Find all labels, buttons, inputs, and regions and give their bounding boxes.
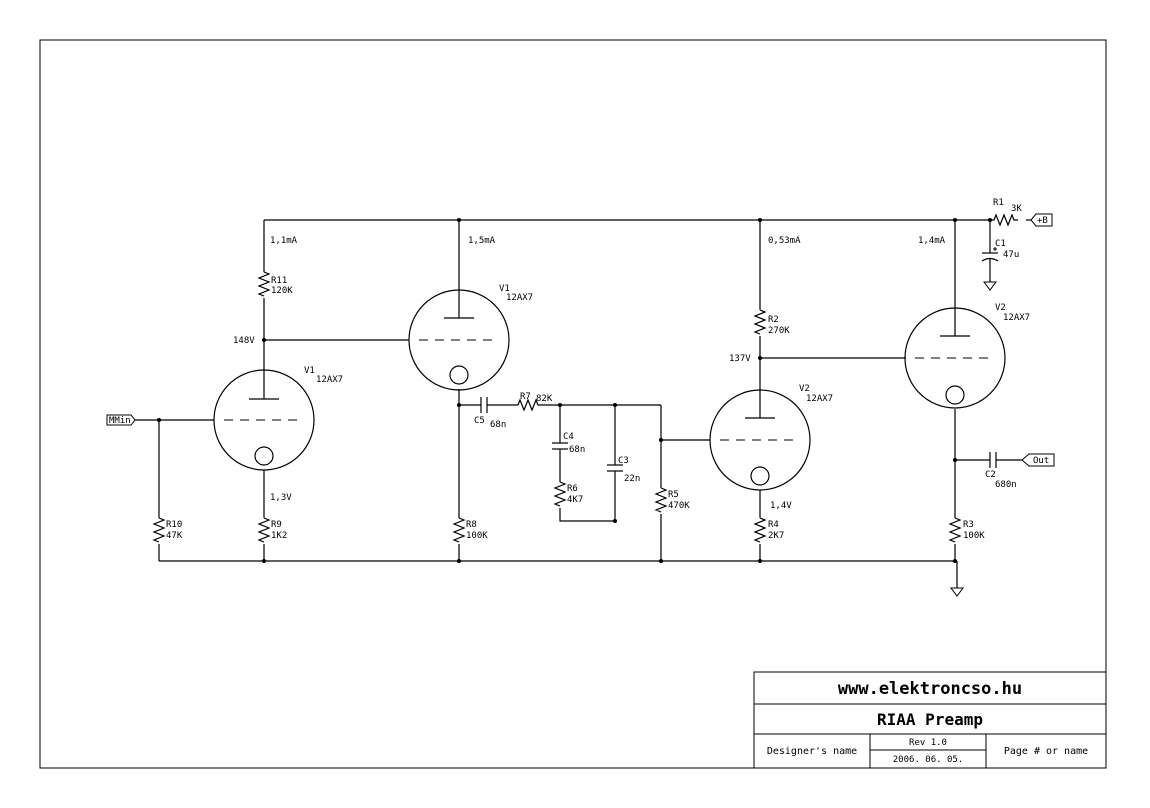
- tube-v2b-ref: V2: [995, 303, 1006, 313]
- resistor-r5-symbol: [654, 487, 668, 513]
- resistor-r6-ref: R6: [567, 484, 578, 494]
- capacitor-c4-value: 68n: [569, 445, 585, 455]
- title-block-designer: Designer's name: [767, 746, 857, 757]
- resistor-r11-value: 120K: [271, 286, 293, 296]
- sheet-border: [39, 39, 1107, 769]
- resistor-r3-symbol: [948, 517, 962, 543]
- resistor-r2-symbol: [753, 309, 767, 335]
- annotation-voltage-148v: 148V: [233, 336, 255, 346]
- capacitor-c1-symbol: [981, 247, 999, 262]
- resistor-r10-ref: R10: [166, 520, 182, 530]
- capacitor-c2-ref: C2: [985, 470, 996, 480]
- resistor-r4-ref: R4: [768, 520, 779, 530]
- v2a-wires: [759, 220, 906, 561]
- resistor-r4-value: 2K7: [768, 531, 784, 541]
- resistor-r7-value: 82K: [536, 394, 553, 404]
- capacitor-c4-ref: C4: [563, 432, 574, 442]
- capacitor-c3-value: 22n: [624, 474, 640, 484]
- capacitor-c3-ref: C3: [618, 456, 629, 466]
- capacitor-c5-value: 68n: [490, 420, 506, 430]
- resistor-r3-value: 100K: [963, 531, 985, 541]
- resistor-r9-ref: R9: [271, 520, 282, 530]
- resistor-r8-ref: R8: [466, 520, 477, 530]
- supply-rail: [264, 213, 1053, 227]
- tube-v2a-type: 12AX7: [806, 394, 833, 404]
- resistor-r4-symbol: [753, 517, 767, 543]
- annotation-voltage-13v: 1,3V: [270, 493, 292, 503]
- tube-v1a-type: 12AX7: [316, 375, 343, 385]
- resistor-r1-value: 3K: [1011, 204, 1022, 214]
- resistor-r8-value: 100K: [466, 531, 488, 541]
- tube-v1a-ref: V1: [304, 366, 315, 376]
- resistor-r1-ref: R1: [993, 198, 1004, 208]
- tube-v2b-type: 12AX7: [1003, 313, 1030, 323]
- v1b-wires: [458, 220, 661, 561]
- supply-port-label: +B: [1037, 216, 1048, 226]
- resistor-r8-symbol: [452, 517, 466, 543]
- capacitor-c1-value: 47u: [1003, 250, 1019, 260]
- annotation-current-v1a: 1,1mA: [270, 236, 298, 246]
- title-block-page: Page # or name: [1004, 746, 1088, 757]
- resistor-r10-symbol: [152, 517, 166, 543]
- resistor-r1-symbol: [990, 213, 1018, 227]
- resistor-r9-value: 1K2: [271, 531, 287, 541]
- capacitor-c2-symbol: [989, 452, 997, 468]
- resistor-r11-symbol: [257, 271, 271, 297]
- title-block-rev: Rev 1.0: [909, 738, 947, 748]
- tube-v1b-ref: V1: [499, 284, 510, 294]
- resistor-r5-ref: R5: [668, 490, 679, 500]
- annotation-current-v2a: 0,53mA: [768, 236, 801, 246]
- capacitor-c5-ref: C5: [474, 416, 485, 426]
- resistor-r6-symbol: [553, 481, 567, 507]
- annotation-current-v1b: 1,5mA: [468, 236, 496, 246]
- title-block-title: RIAA Preamp: [877, 710, 983, 729]
- capacitor-c4-symbol: [552, 442, 568, 450]
- resistor-r3-ref: R3: [963, 520, 974, 530]
- capacitor-c5-symbol: [480, 397, 488, 413]
- tube-v2a-ref: V2: [799, 384, 810, 394]
- capacitor-c2-value: 680n: [995, 480, 1017, 490]
- resistor-r10-value: 47K: [166, 531, 183, 541]
- resistor-r2-ref: R2: [768, 315, 779, 325]
- title-block: [753, 671, 1107, 769]
- resistor-r2-value: 270K: [768, 326, 790, 336]
- riaa-network-wires: [559, 405, 710, 561]
- v2b-wires: [954, 220, 1055, 561]
- tube-v1b-type: 12AX7: [506, 293, 533, 303]
- resistor-r5-value: 470K: [668, 501, 690, 511]
- input-port-label: MMin: [109, 416, 131, 426]
- title-block-date: 2006. 06. 05.: [893, 755, 963, 765]
- annotation-current-v2b: 1,4mA: [918, 236, 946, 246]
- resistor-r7-symbol: [517, 398, 540, 412]
- annotation-voltage-137v: 137V: [729, 354, 751, 364]
- output-port-label: Out: [1033, 456, 1049, 466]
- title-block-website: www.elektroncso.hu: [838, 679, 1022, 699]
- capacitor-c1-ref: C1: [995, 239, 1006, 249]
- resistor-r11-ref: R11: [271, 276, 287, 286]
- resistor-r7-ref: R7: [520, 392, 531, 402]
- junction-dots: [157, 218, 992, 563]
- capacitor-c3-symbol: [607, 464, 623, 472]
- resistor-r9-symbol: [257, 517, 271, 543]
- v1a-wires: [106, 220, 409, 561]
- annotation-voltage-14v: 1,4V: [770, 501, 792, 511]
- resistor-r6-value: 4K7: [567, 495, 583, 505]
- ground-bus: [159, 560, 964, 597]
